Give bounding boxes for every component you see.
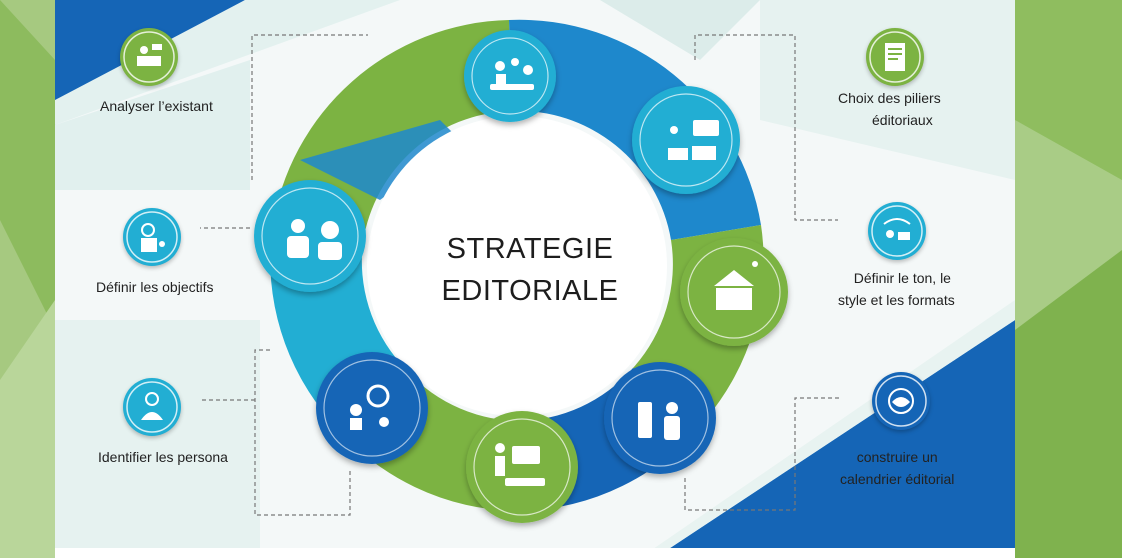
workspace-icon xyxy=(495,443,545,486)
target-goal-icon xyxy=(123,208,181,266)
ring-node-5 xyxy=(466,411,578,523)
ring-node-6 xyxy=(316,352,428,464)
diagram-title: STRATEGIE EDITORIALE xyxy=(400,228,660,312)
team-analysis-icon xyxy=(490,58,534,90)
step-label-piliers: Choix des piliers éditoriaux xyxy=(838,87,941,131)
document-pillars-icon xyxy=(866,28,924,86)
people-board-icon xyxy=(638,402,680,440)
persona-user-icon xyxy=(123,378,181,436)
communication-style-icon xyxy=(868,202,926,260)
connector-lines xyxy=(200,34,840,516)
step-label-ton-line2: style et les formats xyxy=(838,292,955,308)
analysis-team-icon xyxy=(120,28,178,86)
ring-node-3 xyxy=(680,238,788,346)
diagram-title-line2: EDITORIALE xyxy=(441,275,619,307)
diagram-title-line1: STRATEGIE xyxy=(446,233,614,265)
ring-nodes xyxy=(254,30,788,523)
step-label-objectifs: Définir les objectifs xyxy=(96,279,214,295)
step-label-piliers-line2: éditoriaux xyxy=(872,112,933,128)
calendar-globe-icon xyxy=(872,372,930,430)
step-label-ton-line1: Définir le ton, le xyxy=(853,270,951,286)
step-label-calendrier-line1: construire un xyxy=(856,449,938,465)
persona-magnifier-icon xyxy=(350,384,390,430)
ring-node-1 xyxy=(464,30,556,122)
step-label-ton: Définir le ton, le style et les formats xyxy=(838,267,955,311)
people-discussion-icon xyxy=(287,219,342,260)
ring-node-2 xyxy=(632,86,740,194)
planning-board-icon xyxy=(668,120,719,160)
open-box-icon xyxy=(714,261,758,310)
ring-node-4 xyxy=(604,362,716,474)
step-label-persona: Identifier les persona xyxy=(98,449,228,465)
ring-node-7 xyxy=(254,180,366,292)
step-label-calendrier: construire un calendrier éditorial xyxy=(840,446,954,490)
step-label-analyser: Analyser l’existant xyxy=(100,98,213,114)
step-label-calendrier-line2: calendrier éditorial xyxy=(840,471,955,487)
step-label-piliers-line1: Choix des piliers xyxy=(838,90,941,106)
